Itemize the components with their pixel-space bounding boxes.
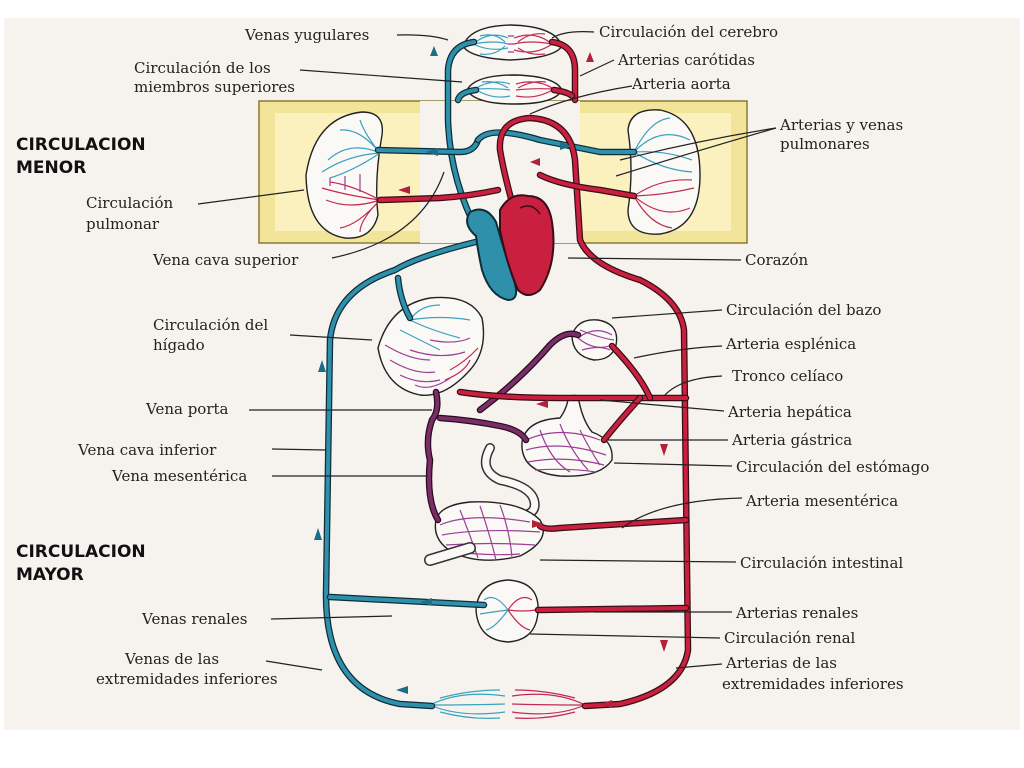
title-circulacion-menor-2: MENOR [16, 158, 86, 178]
labels-right: Circulación del cerebro Arterias carótid… [599, 23, 929, 693]
label-arteria-esplenica: Arteria esplénica [725, 335, 856, 353]
label-vena-cava-inferior: Vena cava inferior [77, 441, 217, 459]
label-circulacion-bazo: Circulación del bazo [726, 301, 881, 319]
label-venas-extremidades-1: Venas de las [124, 650, 219, 668]
brain-circulation-organ [462, 24, 563, 61]
label-venas-renales: Venas renales [141, 610, 247, 628]
label-arterias-renales: Arterias renales [735, 604, 858, 622]
label-circulacion-higado-1: Circulación del [153, 316, 268, 334]
upper-limbs-organ [466, 74, 563, 105]
label-arterias-carotidas: Arterias carótidas [617, 51, 755, 69]
right-lung-capillaries [633, 117, 695, 229]
title-circulacion-mayor-1: CIRCULACION [16, 542, 146, 562]
label-circulacion-pulmonar-2: pulmonar [86, 215, 160, 233]
liver-capillaries [384, 304, 479, 388]
heart [466, 194, 555, 302]
lower-extremities-capillaries [429, 689, 586, 719]
label-vena-porta: Vena porta [145, 400, 229, 418]
label-venas-extremidades-2: extremidades inferiores [96, 670, 278, 688]
label-miembros-superiores-1: Circulación de los [134, 59, 271, 77]
section-titles: CIRCULACION MENOR CIRCULACION MAYOR [16, 135, 146, 585]
veins [322, 38, 638, 710]
label-arterias-venas-pulmonares-2: pulmonares [780, 135, 870, 153]
upper-limbs-capillaries [474, 81, 555, 98]
labels-left: Venas yugulares Circulación de los miemb… [77, 26, 369, 688]
label-arterias-extremidades-1: Arterias de las [725, 654, 837, 672]
label-arterias-venas-pulmonares-1: Arterias y venas [779, 116, 903, 134]
title-circulacion-menor-1: CIRCULACION [16, 135, 146, 155]
label-vena-mesenterica: Vena mesentérica [111, 467, 247, 485]
label-arteria-gastrica: Arteria gástrica [731, 431, 852, 449]
brain-capillaries [472, 33, 553, 55]
arteries [376, 38, 692, 710]
left-lung-organ [305, 111, 384, 239]
label-arterias-extremidades-2: extremidades inferiores [722, 675, 904, 693]
label-venas-yugulares: Venas yugulares [244, 26, 369, 44]
title-circulacion-mayor-2: MAYOR [16, 565, 84, 585]
label-circulacion-estomago: Circulación del estómago [736, 458, 929, 476]
label-circulacion-pulmonar-1: Circulación [86, 194, 173, 212]
flow-arrows [314, 46, 668, 708]
stomach-capillaries [521, 394, 613, 477]
label-circulacion-renal: Circulación renal [724, 629, 856, 647]
organs [305, 24, 701, 643]
label-vena-cava-superior: Vena cava superior [152, 251, 299, 269]
capillary-beds [321, 33, 695, 719]
label-miembros-superiores-2: miembros superiores [134, 78, 295, 96]
left-lung-capillaries [321, 119, 381, 233]
leader-lines [197, 31, 777, 671]
label-arteria-hepatica: Arteria hepática [727, 403, 852, 421]
spleen-capillaries [577, 329, 615, 351]
label-arteria-aorta: Arteria aorta [631, 75, 731, 93]
label-circulacion-intestinal: Circulación intestinal [740, 554, 903, 572]
label-circulacion-cerebro: Circulación del cerebro [599, 23, 778, 41]
kidney-capillaries [479, 597, 537, 631]
intestine-capillaries [424, 443, 544, 566]
label-tronco-celiaco: Tronco celíaco [732, 367, 843, 385]
label-arteria-mesenterica: Arteria mesentérica [745, 492, 898, 510]
label-corazon: Corazón [745, 251, 809, 269]
right-lung-organ [627, 109, 701, 235]
label-circulacion-higado-2: hígado [153, 336, 205, 354]
liver-organ [377, 296, 485, 396]
